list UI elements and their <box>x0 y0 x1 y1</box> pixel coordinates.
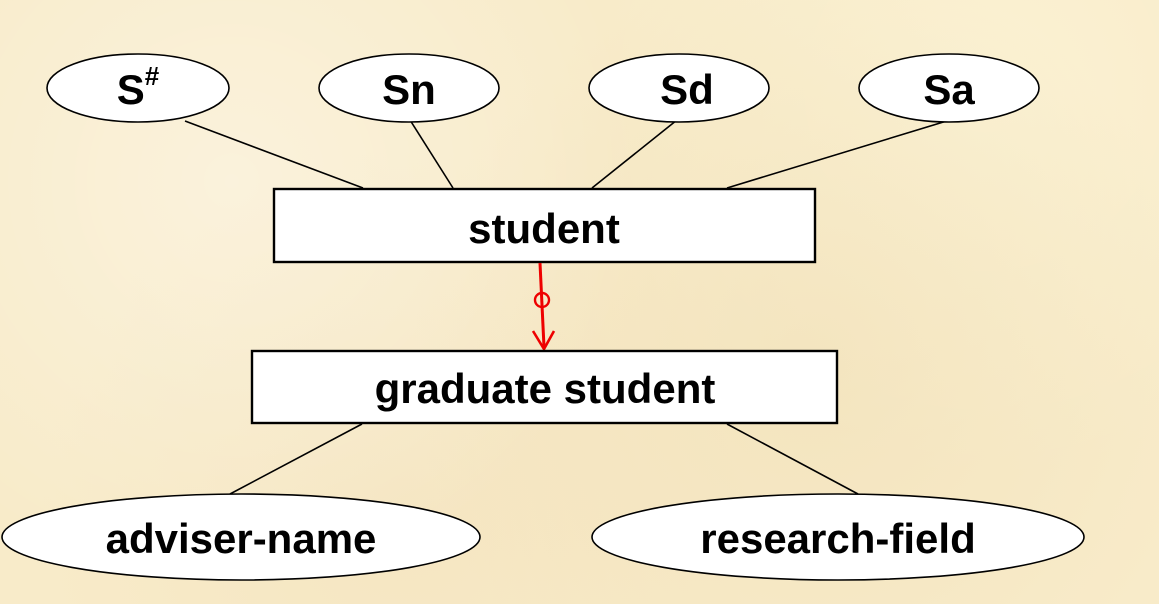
connector-s-num-student <box>184 120 364 189</box>
isa-link-line <box>538 262 546 348</box>
attribute-s-num-base: S <box>117 66 145 113</box>
attribute-research-field-label: research-field <box>700 515 975 562</box>
attribute-sd-label: Sd <box>660 66 714 113</box>
entity-student: student <box>272 187 817 264</box>
attribute-sd-shape <box>588 53 770 123</box>
entity-graduate-student-box <box>250 349 839 425</box>
connector-sn-student <box>409 119 454 189</box>
attribute-s-num: S# <box>46 53 230 123</box>
attribute-sa: Sa <box>858 53 1040 123</box>
attribute-s-num-label: S# <box>117 61 160 113</box>
attribute-adviser-name-shape <box>1 493 481 581</box>
attribute-s-num-shape <box>46 53 230 123</box>
entity-student-box <box>272 187 817 264</box>
attribute-research-field: research-field <box>591 493 1085 581</box>
attribute-sa-shape <box>858 53 1040 123</box>
attribute-research-field-shape <box>591 493 1085 581</box>
attribute-sn-label: Sn <box>382 66 436 113</box>
attribute-adviser-name-label: adviser-name <box>106 515 377 562</box>
connector-sa-student <box>726 119 951 189</box>
attribute-sn: Sn <box>318 53 500 123</box>
isa-link <box>531 262 556 352</box>
entity-graduate-student-label: graduate student <box>375 365 716 412</box>
attribute-sn-shape <box>318 53 500 123</box>
isa-link-arrowhead <box>531 330 556 352</box>
attribute-adviser-name: adviser-name <box>1 493 481 581</box>
connector-graduate-research-field <box>726 423 859 495</box>
attribute-s-num-superscript: # <box>145 61 160 91</box>
connector-graduate-adviser-name <box>229 423 363 495</box>
connector-sd-student <box>591 119 678 189</box>
attribute-sa-label: Sa <box>923 66 975 113</box>
entity-student-label: student <box>468 205 620 252</box>
isa-link-subset-circle <box>533 291 551 309</box>
attribute-sd: Sd <box>588 53 770 123</box>
entity-graduate-student: graduate student <box>250 349 839 425</box>
